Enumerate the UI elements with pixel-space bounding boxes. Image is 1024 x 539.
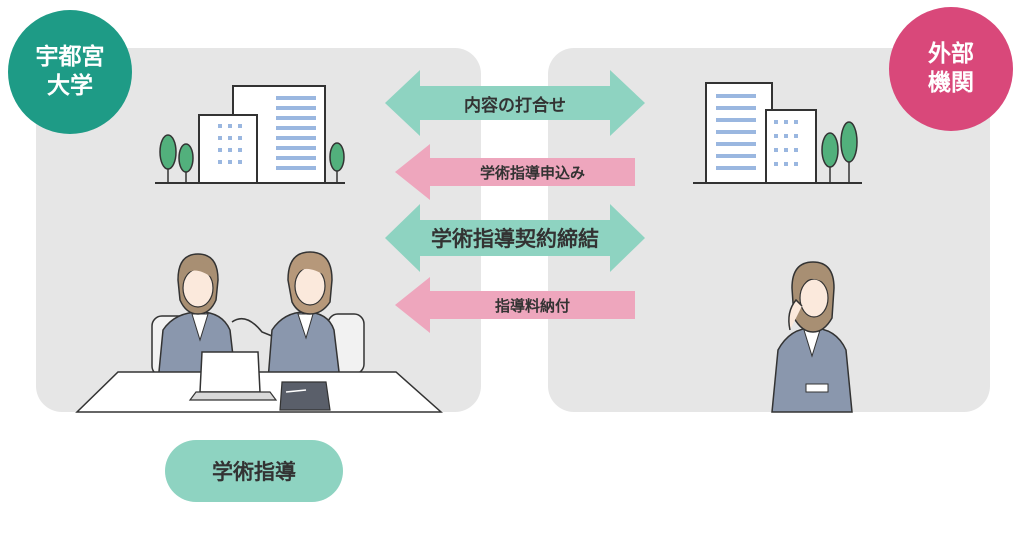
phone-person-illustration bbox=[771, 261, 853, 413]
flow-label-application: 学術指導申込み bbox=[479, 163, 585, 182]
university-badge: 宇都宮 大学 bbox=[8, 10, 132, 134]
arrow-payment bbox=[395, 277, 635, 333]
academic-guidance-caption: 学術指導 bbox=[165, 440, 343, 502]
arrows bbox=[385, 70, 645, 333]
flow-label-meeting: 内容の打合せ bbox=[464, 95, 566, 116]
arrow-application bbox=[395, 144, 635, 200]
university-buildings-illustration bbox=[155, 85, 345, 184]
flow-label-contract: 学術指導契約締結 bbox=[431, 227, 599, 251]
arrow-contract bbox=[385, 204, 645, 272]
flow-label-payment: 指導料納付 bbox=[494, 296, 570, 315]
external-organization-badge: 外部 機関 bbox=[889, 7, 1013, 131]
meeting-illustration bbox=[75, 251, 443, 413]
external-buildings-illustration bbox=[693, 82, 862, 184]
arrow-meeting bbox=[385, 70, 645, 136]
